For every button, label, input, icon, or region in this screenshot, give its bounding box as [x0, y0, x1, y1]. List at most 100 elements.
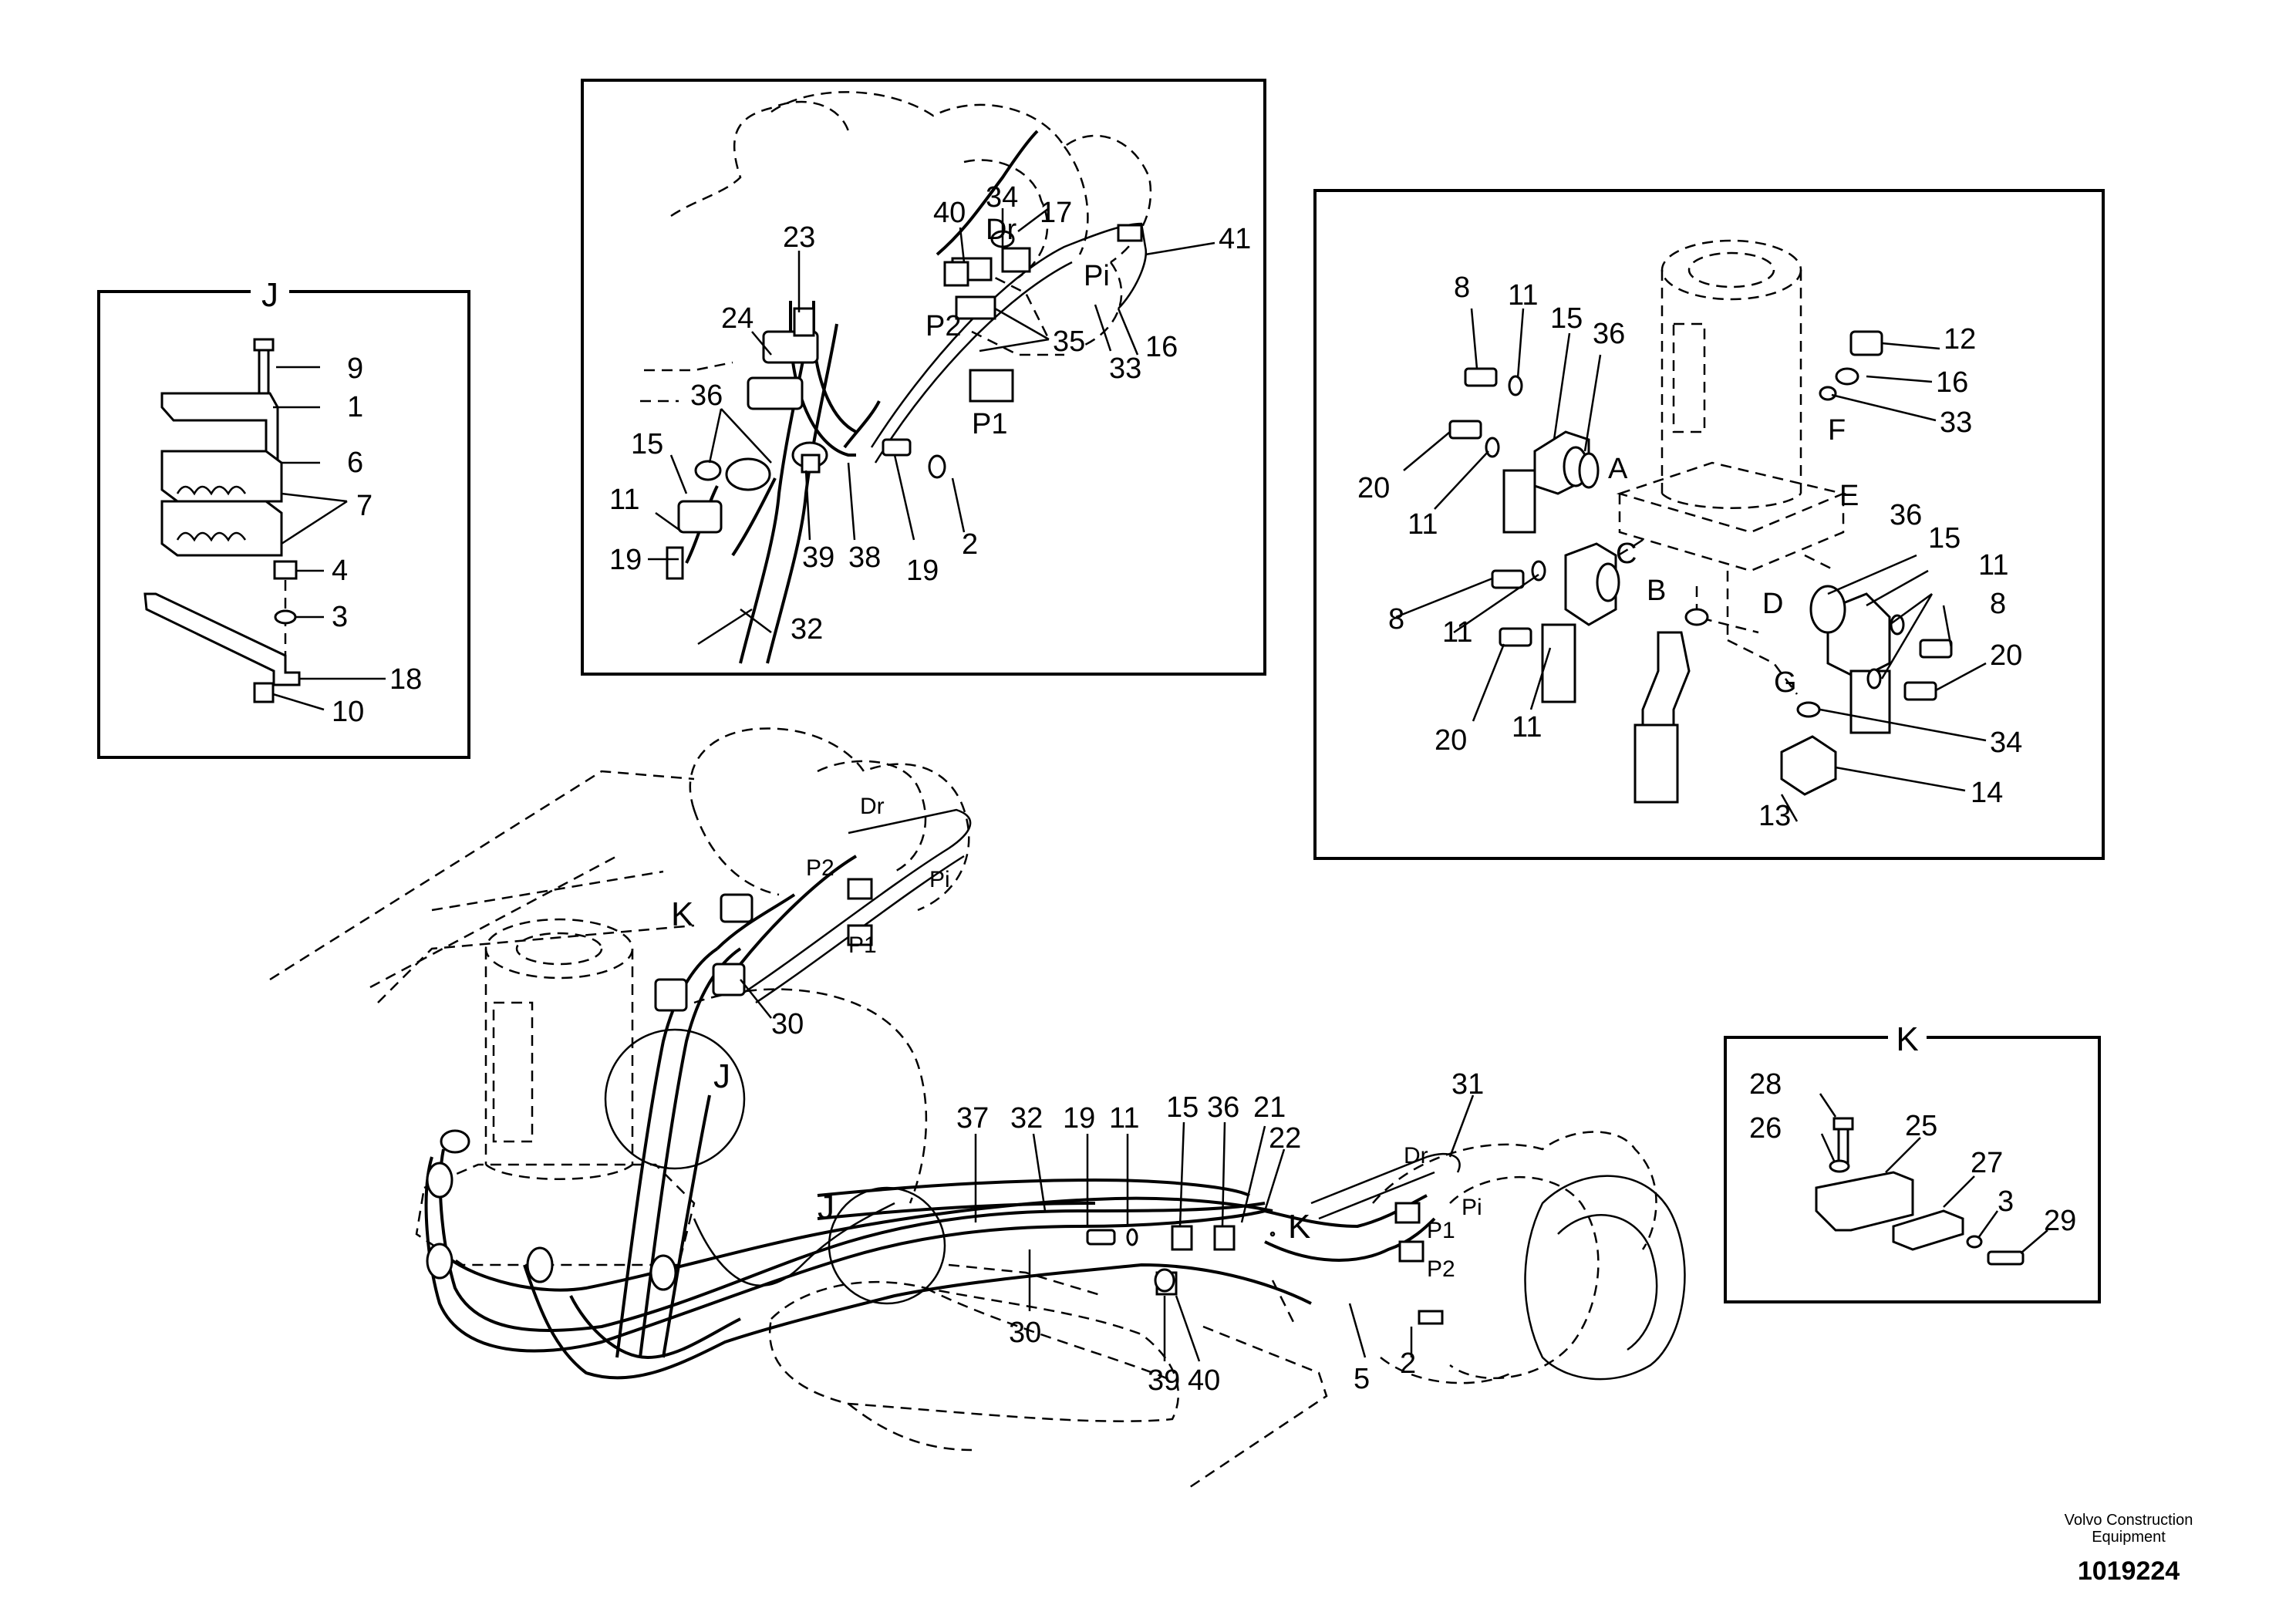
- callout-36b: 36: [1890, 499, 1922, 531]
- fitting-icon: [1171, 1225, 1193, 1251]
- callout-40: 40: [1188, 1364, 1220, 1397]
- nut-icon: [253, 682, 275, 703]
- fitting-icon: [1394, 1202, 1421, 1224]
- port-a: A: [1608, 453, 1628, 485]
- callout-20c: 20: [1990, 639, 2022, 672]
- port-p1: P1: [972, 408, 1007, 440]
- fitting-icon: [847, 878, 873, 900]
- callout-8b: 8: [1388, 603, 1404, 636]
- washer-icon: [1508, 375, 1523, 396]
- o-ring-icon: [1835, 367, 1859, 386]
- callout-3: 3: [1998, 1185, 2014, 1218]
- clamp-lower-half-icon: [160, 500, 283, 557]
- callout-5: 5: [1354, 1363, 1370, 1395]
- main-assembly: 30 19 11 15 36 21 31 37 32 22 30 39 40 5…: [269, 727, 1686, 1490]
- flange-icon: [725, 457, 771, 491]
- bracket-icon: [1815, 1171, 1914, 1232]
- callout-13: 13: [1758, 800, 1791, 832]
- detail-k-title: K: [1896, 1020, 1918, 1058]
- port-f: F: [1828, 414, 1846, 447]
- callout-34: 34: [1990, 727, 2022, 759]
- marker-j-lower: J: [818, 1189, 834, 1226]
- callout-18: 18: [389, 663, 422, 696]
- marker-k: K: [671, 895, 693, 933]
- port-p2: P2: [925, 310, 961, 342]
- flange-icon: [649, 1254, 677, 1291]
- fitting-icon: [1001, 247, 1031, 273]
- bolt-icon: [1418, 1310, 1444, 1325]
- callout-30b: 30: [1009, 1317, 1041, 1349]
- bolt-icon: [1491, 569, 1525, 589]
- port-p1-right: P1: [1427, 1218, 1455, 1243]
- port-p2: P2: [806, 855, 834, 881]
- callout-10: 10: [332, 696, 364, 728]
- callout-4: 4: [332, 555, 348, 587]
- callout-40: 40: [933, 197, 966, 229]
- flange-icon: [1564, 542, 1617, 626]
- callout-1: 1: [347, 391, 363, 423]
- callout-2: 2: [1400, 1347, 1416, 1380]
- bolt-icon: [1448, 420, 1482, 440]
- callout-33: 33: [1940, 406, 1972, 439]
- bolt-icon: [1987, 1250, 2025, 1266]
- bolt-icon: [1832, 1117, 1854, 1131]
- washer-icon: [1485, 437, 1500, 458]
- callout-6: 6: [347, 447, 363, 479]
- port-dr: Dr: [986, 214, 1017, 246]
- callout-32: 32: [791, 613, 823, 646]
- o-ring-icon: [1578, 452, 1600, 489]
- washer-icon: [1531, 560, 1546, 582]
- port-pi: Pi: [1084, 260, 1110, 292]
- bolt-icon: [1464, 367, 1498, 387]
- fitting-icon: [955, 295, 996, 320]
- flange-icon: [426, 1162, 453, 1199]
- flange-icon: [440, 1129, 470, 1154]
- port-c: C: [1616, 538, 1637, 570]
- callout-31: 31: [1451, 1068, 1484, 1101]
- port-e: E: [1839, 480, 1859, 512]
- o-ring-icon: [1809, 585, 1846, 634]
- bolt-icon: [1086, 1229, 1116, 1246]
- callout-11b: 11: [1408, 508, 1438, 541]
- o-ring-icon: [694, 460, 722, 481]
- callout-32: 32: [1010, 1102, 1043, 1135]
- flange-icon: [762, 330, 819, 364]
- tee-fitting-icon: [1780, 735, 1837, 796]
- fitting-icon: [801, 454, 821, 474]
- fitting-icon: [943, 261, 969, 287]
- callout-19: 19: [1063, 1102, 1095, 1135]
- manufacturer-line-2: Equipment: [2092, 1529, 2166, 1546]
- callout-41: 41: [1219, 223, 1251, 255]
- callout-36: 36: [690, 379, 723, 412]
- callout-39: 39: [1148, 1364, 1180, 1397]
- bolt-icon: [882, 438, 912, 457]
- callout-11: 11: [1109, 1102, 1139, 1135]
- clamp-upper-half-icon: [160, 450, 283, 503]
- fitting-icon: [1154, 1268, 1175, 1293]
- flange-icon: [654, 978, 688, 1012]
- callout-23: 23: [783, 221, 815, 254]
- detail-j-title: J: [261, 276, 278, 314]
- callout-27: 27: [1971, 1147, 2003, 1179]
- callout-11: 11: [609, 484, 639, 516]
- fitting-icon: [1117, 224, 1143, 242]
- o-ring-icon: [1684, 608, 1709, 626]
- fitting-icon: [969, 369, 1014, 403]
- marker-j: J: [713, 1057, 730, 1095]
- callout-11e: 11: [1978, 549, 2008, 582]
- callout-20b: 20: [1435, 724, 1467, 757]
- detail-j-marker-circle: [604, 1028, 746, 1170]
- document-number: 1019224: [2077, 1556, 2180, 1586]
- flange-icon: [426, 1243, 453, 1280]
- callout-8c: 8: [1990, 588, 2006, 620]
- callout-11c: 11: [1442, 616, 1472, 649]
- callout-36: 36: [1207, 1091, 1239, 1124]
- o-ring-icon: [1796, 701, 1821, 718]
- callout-16: 16: [1145, 331, 1178, 363]
- callout-33: 33: [1109, 352, 1141, 385]
- fitting-icon: [1213, 1225, 1236, 1251]
- callout-39: 39: [802, 541, 834, 574]
- callout-22: 22: [1269, 1122, 1301, 1155]
- detail-top-panel: 23 40 34 17 41 24 36 35 33 16 15 11 19 3…: [581, 79, 1266, 676]
